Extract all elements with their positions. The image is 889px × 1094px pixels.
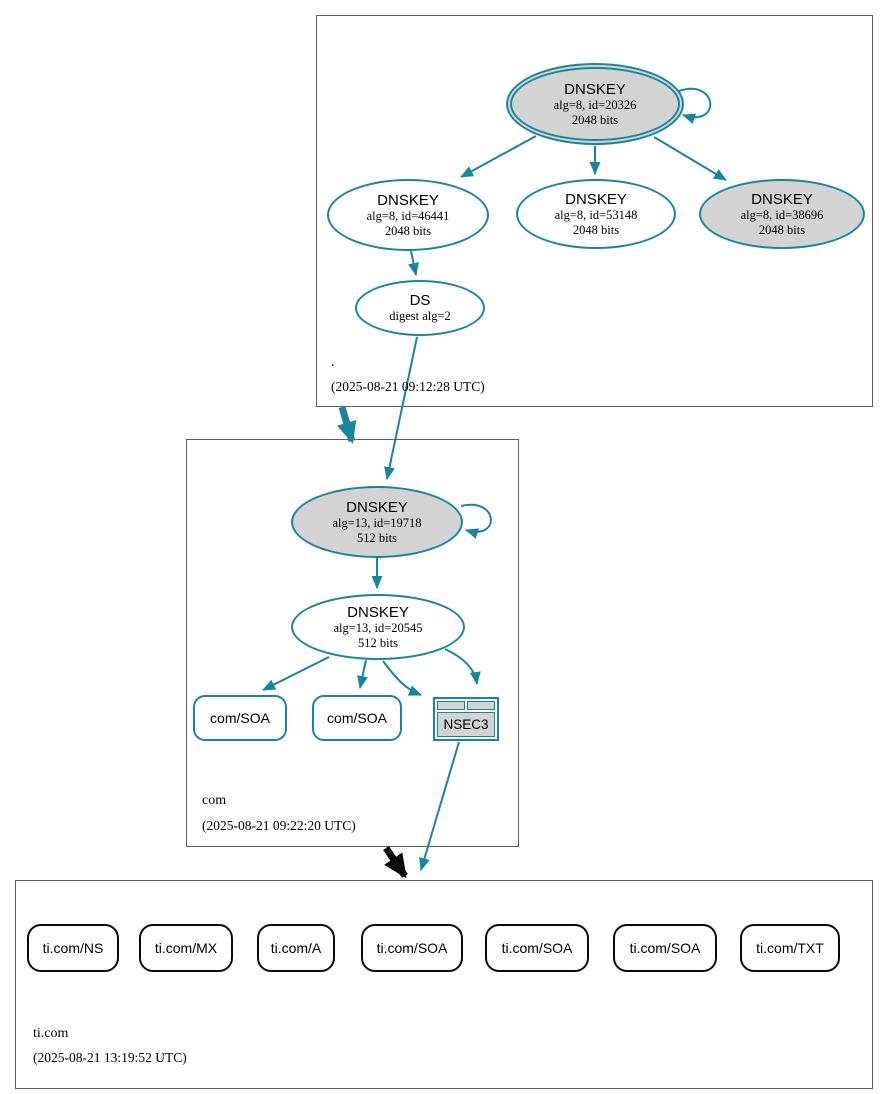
rrset-label: com/SOA: [327, 710, 387, 726]
dnskey-alg-id: alg=8, id=20326: [553, 98, 637, 113]
dnskey-title: DNSKEY: [565, 191, 627, 208]
rrset-node-ti-com-soa-3[interactable]: ti.com/SOA: [613, 924, 717, 972]
zone-box-ti-com: [15, 880, 873, 1089]
rrset-node-ti-com-txt[interactable]: ti.com/TXT: [740, 924, 840, 972]
edge-com-zsk-to-soa1: [262, 656, 330, 691]
edge-ksk20326-to-ksk38696: [653, 136, 727, 181]
ds-node[interactable]: DS digest alg=2: [355, 280, 485, 336]
rrset-label: ti.com/MX: [154, 940, 218, 956]
edge-zsk46441-to-ds: [408, 250, 419, 276]
edge-ds-to-com-ksk: [384, 336, 418, 480]
zone-box-root: [316, 15, 873, 407]
nsec3-cell: [437, 701, 465, 710]
rrset-node-ti-com-a[interactable]: ti.com/A: [257, 924, 335, 972]
dnskey-alg-id: alg=8, id=53148: [554, 208, 638, 223]
zone-label-root: .: [331, 355, 335, 370]
nsec3-cell: [467, 701, 495, 710]
rrset-node-ti-com-ns[interactable]: ti.com/NS: [27, 924, 119, 972]
dnskey-node-zsk-46441[interactable]: DNSKEY alg=8, id=46441 2048 bits: [327, 179, 489, 251]
rrset-label: ti.com/SOA: [376, 940, 448, 956]
dnskey-alg-id: alg=8, id=46441: [366, 209, 450, 224]
dnskey-node-ksk-38696[interactable]: DNSKEY alg=8, id=38696 2048 bits: [699, 179, 865, 249]
dnskey-bits: 2048 bits: [758, 222, 806, 237]
nsec3-node[interactable]: NSEC3: [433, 697, 499, 741]
dnskey-bits: 512 bits: [358, 635, 398, 650]
dnskey-node-ksk-19718[interactable]: DNSKEY alg=13, id=19718 512 bits: [291, 486, 463, 558]
dnskey-title: DNSKEY: [564, 81, 626, 98]
edge-com-zsk-to-nsec3-right: [444, 648, 481, 685]
zone-timestamp-ti-com: (2025-08-21 13:19:52 UTC): [33, 1050, 187, 1065]
edge-nsec3-to-ti-com: [419, 741, 460, 871]
dnskey-title: DNSKEY: [346, 499, 408, 516]
rrset-label: ti.com/SOA: [629, 940, 701, 956]
dnskey-node-ksk-20326[interactable]: DNSKEY alg=8, id=20326 2048 bits: [506, 63, 684, 145]
rrset-node-ti-com-soa-2[interactable]: ti.com/SOA: [485, 924, 589, 972]
rrset-node-com-soa-1[interactable]: com/SOA: [193, 695, 287, 741]
edge-com-zsk-to-soa2: [357, 659, 368, 689]
nsec3-header-cells: [437, 701, 495, 710]
edge-com-zsk-to-nsec3-left: [382, 660, 422, 696]
edge-root-to-com-delegation: [337, 406, 357, 444]
ds-title: DS: [409, 292, 431, 310]
dnskey-alg-id: alg=13, id=19718: [332, 516, 422, 531]
ds-digest-alg: digest alg=2: [389, 309, 451, 324]
rrset-node-ti-com-soa-1[interactable]: ti.com/SOA: [361, 924, 463, 972]
dnskey-title: DNSKEY: [751, 191, 813, 208]
rrset-node-ti-com-mx[interactable]: ti.com/MX: [139, 924, 233, 972]
rrset-label: ti.com/A: [270, 940, 322, 956]
zone-timestamp-com: (2025-08-21 09:22:20 UTC): [202, 818, 356, 833]
dnskey-alg-id: alg=13, id=20545: [333, 621, 423, 636]
dnskey-bits: 2048 bits: [571, 112, 619, 127]
nsec3-label: NSEC3: [437, 712, 495, 737]
edge-ksk20326-to-zsk46441: [460, 135, 537, 178]
dnskey-bits: 512 bits: [357, 530, 397, 545]
rrset-label: ti.com/TXT: [756, 940, 824, 956]
zone-label-com: com: [202, 793, 227, 808]
dnskey-title: DNSKEY: [377, 192, 439, 209]
dnskey-node-zsk-53148[interactable]: DNSKEY alg=8, id=53148 2048 bits: [516, 179, 676, 249]
dnskey-bits: 2048 bits: [572, 222, 620, 237]
dnskey-title: DNSKEY: [347, 604, 409, 621]
zone-timestamp-root: (2025-08-21 09:12:28 UTC): [331, 379, 485, 394]
rrset-node-com-soa-2[interactable]: com/SOA: [312, 695, 402, 741]
dnskey-node-zsk-20545[interactable]: DNSKEY alg=13, id=20545 512 bits: [291, 594, 465, 660]
zone-label-ti-com: ti.com: [33, 1026, 69, 1041]
rrset-label: com/SOA: [210, 710, 270, 726]
dnskey-alg-id: alg=8, id=38696: [740, 208, 824, 223]
dnskey-bits: 2048 bits: [384, 223, 432, 238]
rrset-label: ti.com/NS: [42, 940, 104, 956]
rrset-label: ti.com/SOA: [501, 940, 573, 956]
edge-com-to-ti-com-delegation: [383, 846, 408, 879]
edge-root-ksk-selfloop: [678, 87, 712, 125]
edge-com-ksk-selfloop: [460, 503, 492, 539]
